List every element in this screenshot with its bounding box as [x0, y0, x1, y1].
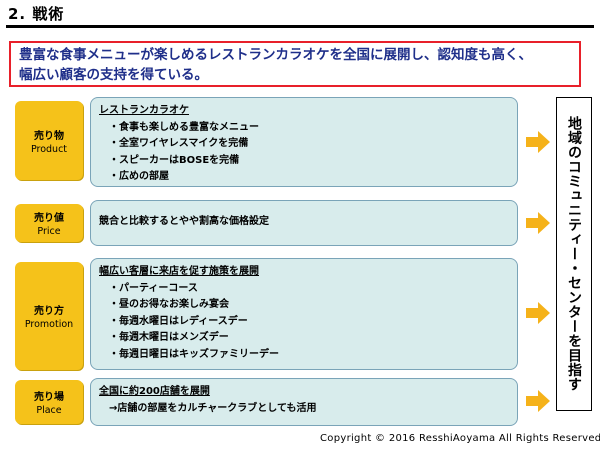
- summary-line-2: 幅広い顧客の支持を得ている。: [19, 67, 208, 83]
- label-promotion-jp: 売り方: [34, 306, 64, 317]
- section-heading: 2. 戦術: [8, 5, 65, 23]
- summary-box: 豊富な食事メニューが楽しめるレストランカラオケを全国に展開し、認知度も高く、 幅…: [9, 41, 581, 87]
- label-price-en: Price: [37, 226, 61, 237]
- label-promotion-en: Promotion: [24, 319, 74, 330]
- arrow-right-icon: [526, 390, 550, 412]
- promotion-item: ・毎週木曜日はメンズデー: [109, 332, 229, 343]
- promotion-item: ・毎週水曜日はレディースデー: [109, 315, 248, 327]
- label-place-en: Place: [36, 405, 62, 416]
- product-head: レストランカラオケ: [99, 105, 189, 116]
- label-product-en: Product: [30, 143, 68, 155]
- arrow-right-icon: [526, 212, 550, 234]
- goal-box: 地域のコミュニティー・センターを目指す: [556, 97, 592, 411]
- content-place: 全国に約200店舗を展開 →店舗の部屋をカルチャークラブとしても活用: [90, 378, 518, 426]
- place-head: 全国に約200店舗を展開: [99, 386, 210, 397]
- product-item: ・食事も楽しめる豊富なメニュー: [109, 121, 259, 133]
- heading-rule: [6, 25, 594, 28]
- summary-line-1: 豊富な食事メニューが楽しめるレストランカラオケを全国に展開し、認知度も高く、: [19, 47, 532, 63]
- price-text: 競合と比較するとやや割高な価格設定: [99, 216, 269, 227]
- content-price: 競合と比較するとやや割高な価格設定: [90, 200, 518, 246]
- product-item: ・広めの部屋: [109, 171, 169, 182]
- label-product: 売り物 Product: [15, 101, 83, 180]
- label-price: 売り値 Price: [15, 204, 83, 242]
- promotion-item: ・パーティーコース: [109, 282, 198, 294]
- product-item: ・全室ワイヤレスマイクを完備: [109, 138, 249, 149]
- place-item: →店舗の部屋をカルチャークラブとしても活用: [109, 402, 317, 414]
- product-item: ・スピーカーはBOSEを完備: [109, 154, 240, 166]
- label-place: 売り場 Place: [15, 380, 83, 424]
- content-promotion: 幅広い客層に来店を促す施策を展開 ・パーティーコース ・昼のお得なお楽しみ宴会 …: [90, 258, 518, 370]
- promotion-head: 幅広い客層に来店を促す施策を展開: [99, 266, 259, 277]
- label-price-jp: 売り値: [34, 213, 64, 224]
- label-place-jp: 売り場: [34, 392, 64, 403]
- arrow-right-icon: [526, 302, 550, 324]
- label-product-jp: 売り物: [34, 130, 64, 142]
- promotion-item: ・毎週日曜日はキッズファミリーデー: [109, 348, 279, 360]
- goal-text: 地域のコミュニティー・センターを目指す: [566, 116, 582, 392]
- arrow-right-icon: [526, 131, 550, 153]
- content-product: レストランカラオケ ・食事も楽しめる豊富なメニュー ・全室ワイヤレスマイクを完備…: [90, 97, 518, 187]
- promotion-item: ・昼のお得なお楽しみ宴会: [109, 299, 229, 310]
- copyright: Copyright © 2016 ResshiAoyama All Rights…: [320, 433, 600, 444]
- label-promotion: 売り方 Promotion: [15, 262, 83, 370]
